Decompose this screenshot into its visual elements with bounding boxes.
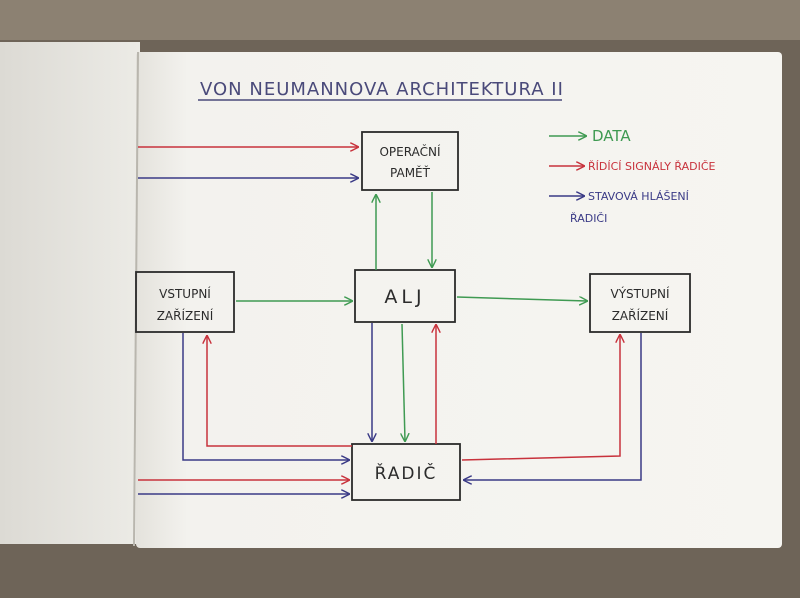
diagram-title: VON NEUMANNOVA ARCHITEKTURA II: [200, 79, 564, 100]
input-box: VSTUPNÍ ZAŘÍZENÍ: [135, 271, 235, 333]
data-arrow-alu-to-controller: [402, 323, 405, 441]
legend-status-label-2: ŘADIČI: [570, 212, 607, 225]
control-arrow-to-output: [461, 335, 620, 461]
status-arrow-input-to-controller: [182, 333, 349, 460]
memory-label-1: OPERAČNÍ: [379, 144, 440, 159]
memory-box: OPERAČNÍ PAMĚŤ: [361, 131, 459, 191]
alu-box: ALJ: [354, 269, 456, 323]
data-arrow-alu-to-output: [456, 296, 587, 301]
input-label-2: ZAŘÍZENÍ: [157, 308, 214, 323]
legend-control-label: ŘÍDÍCÍ SIGNÁLY ŘADIČE: [588, 160, 716, 173]
output-label-1: VÝSTUPNÍ: [610, 286, 669, 301]
left-page: [0, 42, 140, 544]
output-box: VÝSTUPNÍ ZAŘÍZENÍ: [589, 273, 691, 333]
legend: DATA ŘÍDÍCÍ SIGNÁLY ŘADIČE STAVOVÁ HLÁŠE…: [549, 127, 716, 225]
controller-box: ŘADIČ: [351, 443, 461, 501]
output-label-2: ZAŘÍZENÍ: [612, 308, 669, 323]
control-arrow-to-input: [207, 336, 352, 447]
legend-status-label-1: STAVOVÁ HLÁŠENÍ: [588, 190, 689, 203]
data-arrows: [236, 192, 587, 441]
legend-data-label: DATA: [592, 127, 631, 145]
right-page: [136, 52, 782, 548]
controller-label: ŘADIČ: [375, 462, 438, 484]
input-label-1: VSTUPNÍ: [159, 286, 211, 301]
wall-background: [0, 0, 800, 40]
control-arrows: [138, 147, 620, 480]
status-arrows: [138, 178, 642, 494]
memory-label-2: PAMĚŤ: [390, 165, 431, 180]
status-arrow-output-to-controller: [464, 333, 642, 480]
alu-label: ALJ: [384, 286, 425, 308]
